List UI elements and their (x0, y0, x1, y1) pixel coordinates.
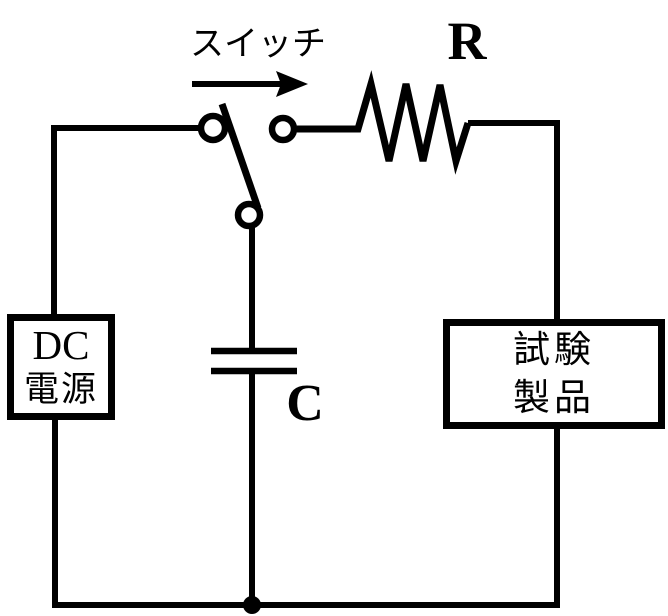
wire-left-top (51, 125, 199, 320)
resistor-label: R (447, 11, 487, 71)
switch-blade (218, 102, 262, 210)
dc-source-label-line2: 電源 (23, 370, 98, 409)
dc-source-box: DC 電源 (7, 314, 115, 420)
junction-dot (243, 596, 261, 614)
wire-right-top (468, 120, 560, 325)
test-product-label-line2: 製品 (513, 377, 595, 418)
switch-contact-bottom (234, 200, 264, 230)
test-product-box: 試験 製品 (443, 319, 665, 429)
wire-bottom-rail (52, 415, 560, 608)
switch-contact-left (197, 112, 229, 144)
arrow-right-icon (192, 71, 308, 97)
resistor-symbol (297, 70, 472, 175)
dc-source-label-line1: DC (32, 322, 90, 368)
switch-contact-right (268, 114, 298, 144)
capacitor-label: C (286, 375, 324, 432)
test-product-label-line1: 試験 (513, 329, 595, 370)
switch-label: スイッチ (190, 25, 326, 63)
